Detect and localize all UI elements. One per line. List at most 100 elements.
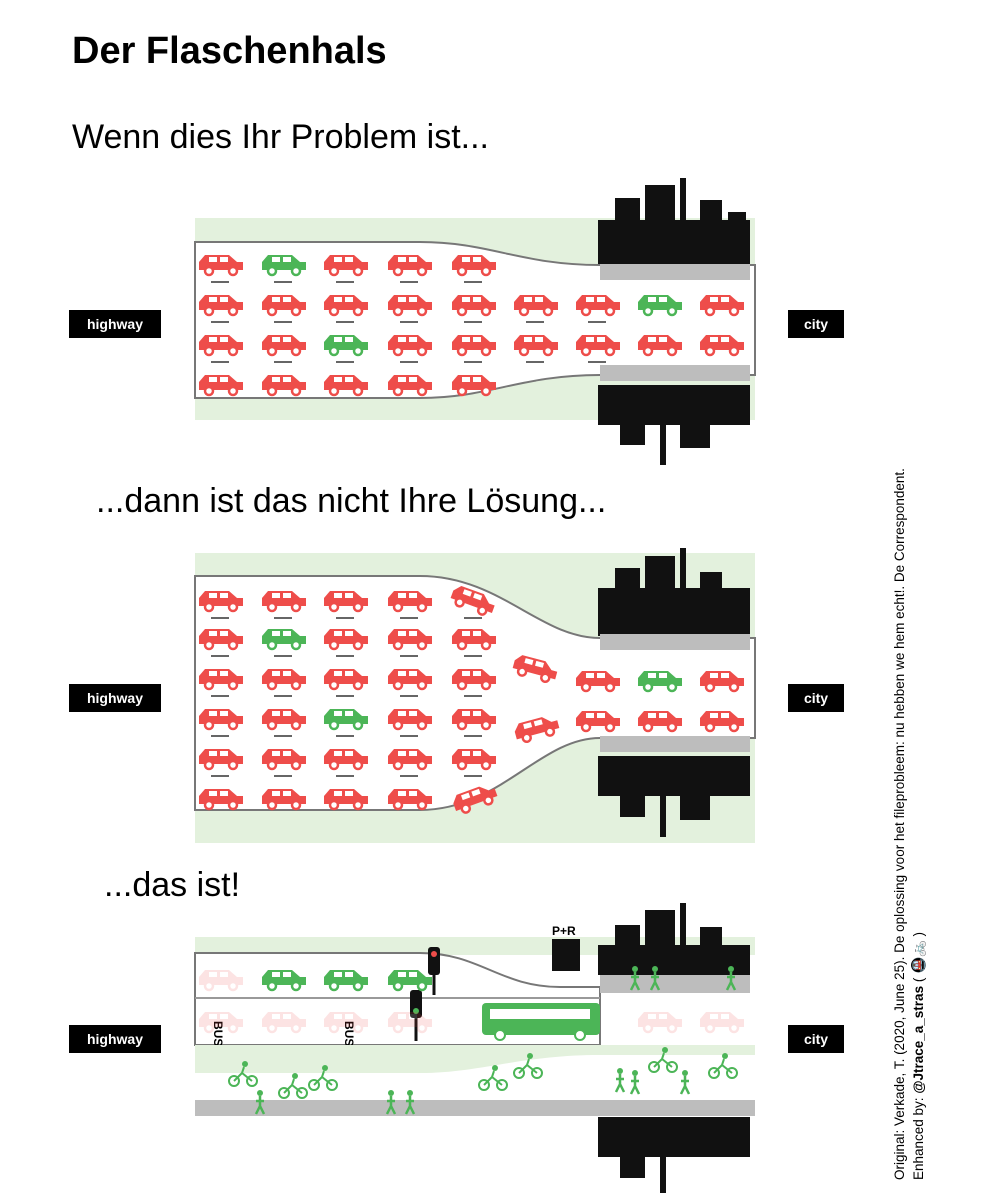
car-icon: [452, 629, 496, 651]
city-label-3: city: [788, 1025, 844, 1053]
parking-garage: [552, 939, 580, 971]
city-skyline-top: [598, 548, 750, 636]
car-icon: [262, 789, 306, 811]
car-icon: [199, 335, 243, 357]
car-icon: [638, 335, 682, 357]
car-icon: [452, 255, 496, 277]
car-icon: [262, 375, 306, 397]
car-icon: [324, 709, 368, 731]
page-title: Der Flaschenhals: [72, 30, 387, 72]
car-icon: [700, 295, 744, 317]
scene-solution: BUS BUS P+R: [160, 895, 790, 1195]
wider-road-illustration: [194, 548, 756, 843]
car-icon: [199, 669, 243, 691]
pedestrian-icon: [679, 1070, 691, 1095]
cyclist-icon: [648, 1047, 678, 1073]
car-icon: [452, 709, 496, 731]
car-icon: [576, 671, 620, 693]
cyclist-icon: [278, 1073, 308, 1099]
scene-wider-road: [160, 548, 790, 848]
car-icon: [199, 789, 243, 811]
car-icon: [262, 1012, 306, 1034]
car-icon: [324, 591, 368, 613]
bus-lane-marking-2: BUS: [342, 1021, 356, 1046]
sidewalk-top: [600, 634, 750, 650]
caption-not-solution: ...dann ist das nicht Ihre Lösung...: [96, 482, 607, 520]
city-label-1: city: [788, 310, 844, 338]
car-icon: [199, 709, 243, 731]
car-icon: [638, 1012, 682, 1034]
car-icon: [262, 295, 306, 317]
car-icon: [388, 1012, 432, 1034]
car-icon: [700, 1012, 744, 1034]
car-icon: [453, 786, 498, 814]
car-group-solution: [199, 970, 744, 1034]
car-icon: [388, 789, 432, 811]
highway-label-2: highway: [69, 684, 161, 712]
car-icon: [638, 295, 682, 317]
car-icon: [388, 295, 432, 317]
city-label-2: city: [788, 684, 844, 712]
credits: Original: Verkade, T. (2020, June 25). D…: [890, 450, 928, 1180]
bottleneck-illustration: [194, 178, 756, 465]
cyclist-icon: [708, 1053, 738, 1079]
car-icon: [700, 711, 744, 733]
pedestrian-icon: [254, 1090, 266, 1115]
car-icon: [324, 375, 368, 397]
car-icon: [262, 970, 306, 992]
credit-enhanced: Enhanced by: @Jtrace_a_stras ( 🚇🚲 ): [909, 450, 928, 1180]
car-icon: [388, 629, 432, 651]
cyclist-icon: [228, 1061, 258, 1087]
car-icon: [388, 709, 432, 731]
car-icon: [262, 749, 306, 771]
car-icon: [199, 375, 243, 397]
car-icon: [514, 295, 558, 317]
car-icon: [388, 749, 432, 771]
caption-solution: ...das ist!: [104, 866, 241, 904]
traffic-light-2: [410, 990, 422, 1041]
highway-label-1: highway: [69, 310, 161, 338]
car-icon: [388, 669, 432, 691]
car-icon: [388, 591, 432, 613]
cyclist-icon: [308, 1065, 338, 1091]
car-icon: [262, 255, 306, 277]
car-icon: [514, 717, 560, 744]
caption-problem: Wenn dies Ihr Problem ist...: [72, 118, 489, 156]
cyclist-icon: [513, 1053, 543, 1079]
car-icon: [324, 970, 368, 992]
pedestrian-icon: [404, 1090, 416, 1115]
car-icon: [638, 711, 682, 733]
car-icon: [700, 335, 744, 357]
car-icon: [199, 1012, 243, 1034]
car-icon: [576, 335, 620, 357]
car-icon: [452, 295, 496, 317]
car-icon: [450, 585, 495, 616]
car-icon: [262, 669, 306, 691]
credit-enhanced-prefix: Enhanced by:: [911, 1093, 926, 1180]
city-skyline-top: [598, 178, 750, 264]
scene-bottleneck: [160, 170, 790, 470]
car-icon: [324, 255, 368, 277]
car-group-problem: [199, 255, 744, 397]
car-icon: [262, 629, 306, 651]
pedestrian-icon: [725, 966, 737, 991]
car-icon: [576, 295, 620, 317]
car-icon: [388, 335, 432, 357]
sidewalk-bottom: [600, 365, 750, 381]
pedestrian-icon: [385, 1090, 397, 1115]
car-icon: [514, 335, 558, 357]
pedestrian-icon: [629, 1070, 641, 1095]
city-skyline-bottom: [598, 1117, 750, 1193]
pedestrian-icon: [649, 966, 661, 991]
sidewalk-bottom: [600, 736, 750, 752]
city-skyline-bottom: [598, 385, 750, 465]
cyclist-group: [228, 966, 738, 1115]
pedestrian-icon: [629, 966, 641, 991]
car-icon: [388, 970, 432, 992]
car-icon: [199, 629, 243, 651]
pedestrian-icon: [614, 1068, 626, 1093]
credit-original: Original: Verkade, T. (2020, June 25). D…: [892, 468, 907, 1180]
car-icon: [262, 591, 306, 613]
car-icon: [452, 749, 496, 771]
credit-enhanced-suffix: ( 🚇🚲 ): [911, 932, 926, 986]
